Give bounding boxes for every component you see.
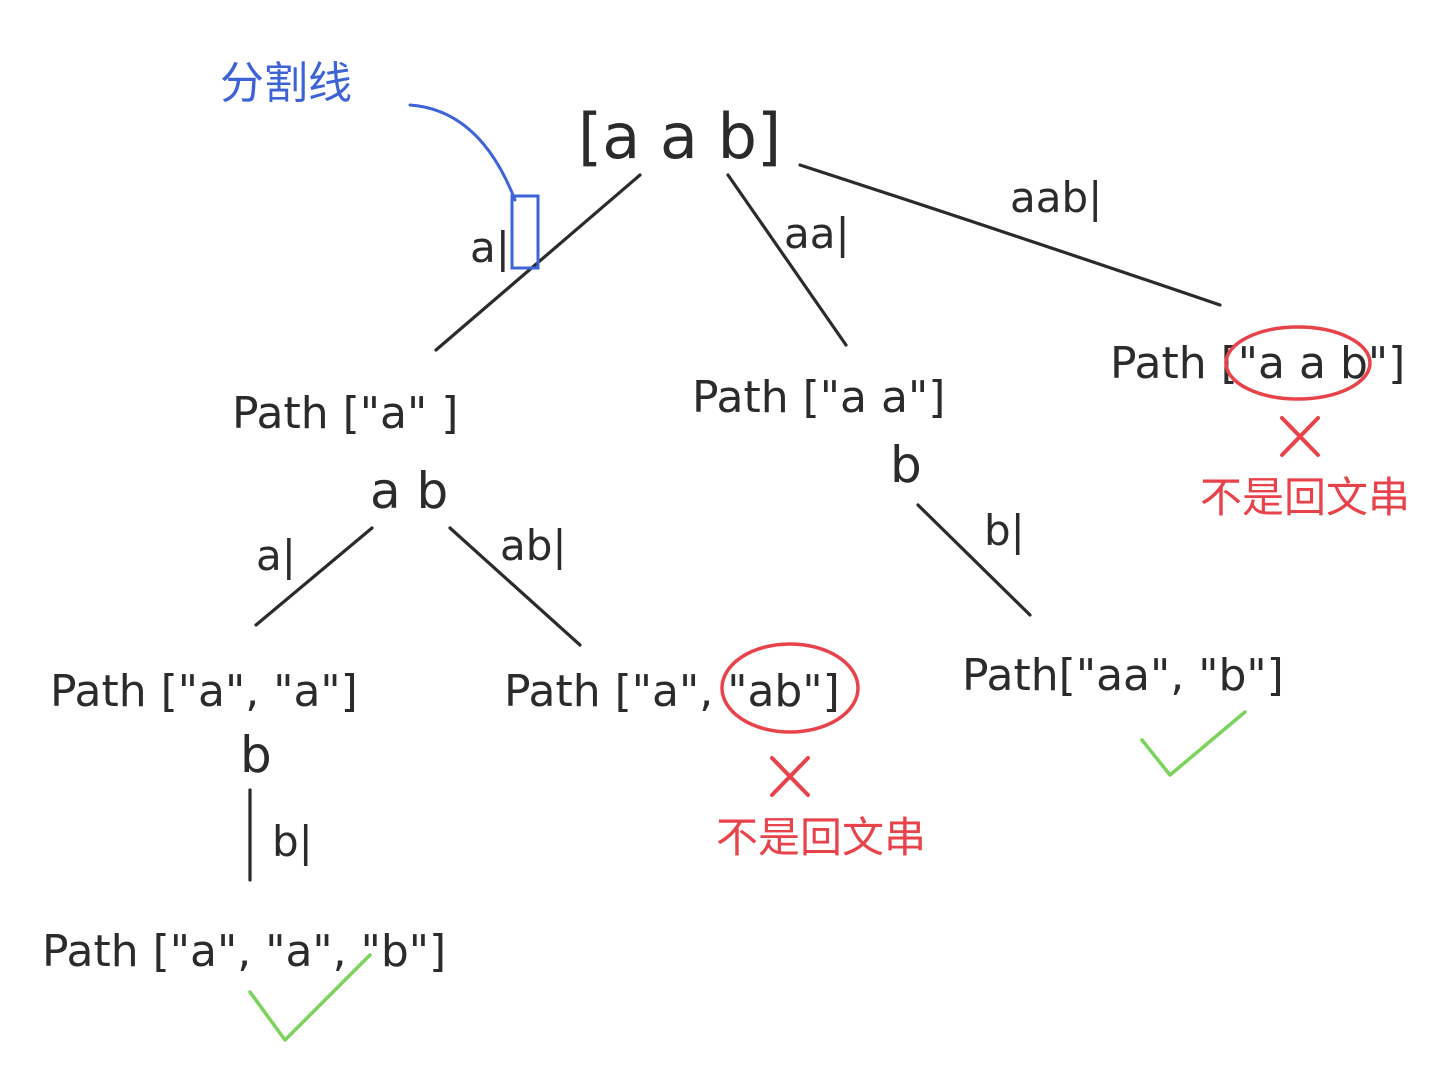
node-path-aa: Path ["a a"] bbox=[692, 372, 945, 423]
node-path-a-a: Path ["a", "a"] bbox=[50, 666, 358, 717]
divider-box bbox=[510, 194, 540, 270]
divider-arrow bbox=[408, 103, 517, 202]
root-label: [a a b] bbox=[578, 100, 781, 173]
edge-aa-b bbox=[916, 503, 1032, 617]
edge-a-ab bbox=[448, 526, 582, 647]
check-mark-aa-b bbox=[1140, 710, 1247, 777]
invalid-note-aab: 不是回文串 bbox=[1200, 473, 1410, 522]
edge-root-aa bbox=[726, 173, 848, 347]
node-path-a-remaining: a b bbox=[370, 462, 448, 520]
edge-root-aab bbox=[798, 163, 1222, 307]
node-path-aa-remaining: b bbox=[890, 436, 922, 494]
edge-a-a bbox=[254, 526, 374, 627]
node-path-a-a-remaining: b bbox=[240, 726, 272, 784]
check-mark-a-a-b bbox=[248, 953, 372, 1042]
edge-label-root-a: a| bbox=[470, 223, 510, 272]
divider-annotation-label: 分割线 bbox=[220, 58, 352, 109]
edge-label-a-a: a| bbox=[256, 531, 296, 580]
node-path-a: Path ["a" ] bbox=[232, 388, 458, 439]
edge-label-root-aab: aab| bbox=[1010, 173, 1102, 222]
cross-mark-ab bbox=[770, 756, 810, 797]
node-path-a-a-b: Path ["a", "a", "b"] bbox=[42, 926, 446, 977]
invalid-circle-ab bbox=[720, 642, 860, 734]
edge-label-a-ab: ab| bbox=[500, 521, 567, 570]
node-path-aa-b: Path["aa", "b"] bbox=[962, 650, 1284, 701]
node-path-aab: Path ["a a b"] bbox=[1110, 338, 1405, 389]
cross-mark-aab bbox=[1280, 416, 1320, 457]
node-path-a-ab: Path ["a", "ab"] bbox=[504, 666, 840, 717]
edges bbox=[248, 163, 1222, 882]
edge-label-aa-b: b| bbox=[984, 506, 1025, 555]
invalid-note-ab: 不是回文串 bbox=[716, 813, 926, 862]
edge-label-aa2-b: b| bbox=[272, 817, 313, 866]
edge-label-root-aa: aa| bbox=[784, 209, 850, 258]
invalid-circle-aab bbox=[1224, 325, 1372, 401]
